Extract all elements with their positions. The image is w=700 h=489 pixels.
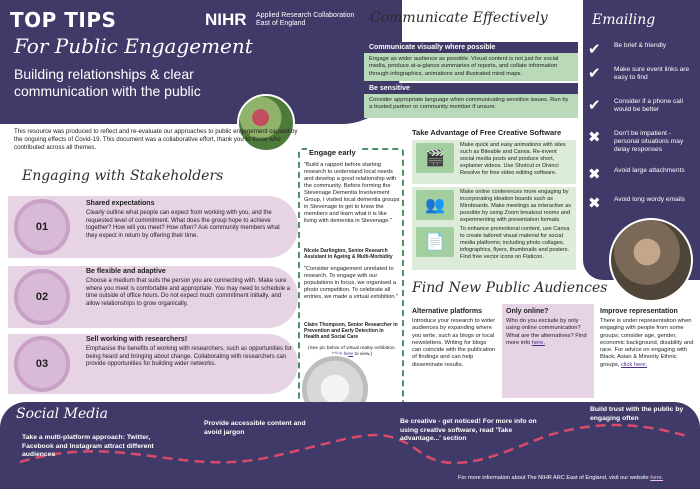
logo-subtitle: Applied Research Collaboration East of E… [256,12,355,27]
document-icon: 📄 [416,227,454,257]
audience-body: Who do you exclude by only using online … [506,318,590,347]
advice-link[interactable]: click here. [620,361,648,368]
audience-col-2: Only online? Who do you exclude by only … [502,304,594,398]
software-text: To enhance promotional content, use Canv… [460,226,570,260]
audience-heading: Alternative platforms [412,308,483,315]
audience-body: There is under representation when engag… [600,318,694,369]
engage-quote-2: "Consider engagement unrelated to resear… [304,266,399,300]
cross-icon: ✖ [588,129,601,146]
stake-heading: Sell working with researchers! [86,336,188,343]
stake-number: 01 [14,199,70,255]
communicate-title: Communicate Effectively [370,10,548,26]
email-tip: Avoid large attachments [614,167,685,174]
social-title: Social Media [16,406,109,422]
audience-body: Introduce your research to wider audienc… [412,318,496,368]
communicate-band-1: Communicate visually where possible [364,42,578,53]
audience-col-1: Alternative platforms Introduce your res… [408,304,500,398]
exhibition-note: (See pic below of virtual reality exhibi… [304,346,400,358]
check-icon: ✔ [588,65,601,82]
video-clapper-icon: 🎬 [416,143,454,173]
communicate-box-1: Engage as wider audience as possible. Vi… [364,53,578,81]
engage-title: Engage early [307,148,358,157]
email-tip: Make sure event links are easy to find [614,66,690,81]
stake-item-2: 02 Be flexible and adaptive Choose a med… [8,262,298,332]
stake-number: 03 [14,336,70,392]
intro-text: This resource was produced to reflect an… [14,128,298,151]
audience-col-3: Improve representation There is under re… [596,304,698,398]
cross-icon: ✖ [588,166,601,183]
stake-heading: Be flexible and adaptive [86,268,166,275]
email-tip: Avoid long wordy emails [614,196,685,203]
social-tip-3: Be creative - get noticed! For more info… [400,418,537,442]
social-tip-4: Build trust with the public by engaging … [590,406,684,422]
more-info-link[interactable]: here. [531,339,546,346]
audience-text: There is under representation when engag… [600,318,694,368]
social-tip-1: Take a multi-platform approach: Twitter,… [22,434,154,458]
communicate-box-2: Consider appropriate language when commu… [364,94,578,118]
software-item-1: 🎬 Make quick and easy animations with si… [412,140,576,184]
community-photo [609,218,693,302]
footer: For more information about The NIHR ARC … [458,475,663,481]
stake-heading: Shared expectations [86,200,155,207]
software-text: Make quick and easy animations with site… [460,142,566,176]
audience-heading: Improve representation [600,308,678,315]
check-icon: ✔ [588,41,601,58]
stake-item-1: 01 Shared expectations Clearly outline w… [8,192,298,262]
emailing-title: Emailing [592,12,656,28]
audience-heading: Only online? [506,308,549,315]
stake-body: Choose a medium that suits the person yo… [86,278,291,307]
software-text: Make online conferences more engaging by… [460,189,571,223]
communicate-band-2: Be sensitive [364,83,578,94]
engage-quote-1: "Build a rapport before starting researc… [304,162,400,224]
stake-body: Emphasise the benefits of working with r… [86,346,292,368]
engage-author-1: Nicole Darlington, Senior Research Assis… [304,248,393,260]
stakeholders-title: Engaging with Stakeholders [22,168,224,184]
software-item-2: 👥 Make online conferences more engaging … [412,187,576,231]
email-tip: Consider if a phone call would be better [614,98,683,113]
software-item-3: 📄 To enhance promotional content, use Ca… [412,224,576,270]
strapline: Building relationships & clear communica… [14,66,201,99]
exhibition-note-post: to view.) [354,352,373,357]
presenter-icon: 👥 [416,190,454,220]
stake-body: Clearly outline what people can expect f… [86,210,280,239]
audiences-title: Find New Public Audiences [412,280,608,296]
social-media-panel [0,402,700,489]
check-icon: ✔ [588,97,601,114]
page-subtitle: For Public Engagement [14,34,253,58]
dashed-path [19,423,691,465]
engage-author-2: Claire Thompson, Senior Researcher in Pr… [304,322,398,340]
exhibition-note-pre: (See pic below of virtual reality exhibi… [308,346,396,351]
software-title: Take Advantage of Free Creative Software [412,128,562,137]
cross-icon: ✖ [588,195,601,212]
header-panel [0,0,402,124]
stake-item-3: 03 Sell working with researchers! Emphas… [8,332,298,398]
stake-number: 02 [14,269,70,325]
website-link[interactable]: here. [650,475,664,481]
footer-text: For more information about The NIHR ARC … [458,475,649,481]
email-tip: Don't be impatient - personal situations… [614,130,684,153]
page-title: TOP TIPS [10,8,117,32]
bus-photo [237,94,295,152]
social-tip-2: Provide accessible content and avoid jar… [204,420,306,436]
nihr-logo: NIHR [205,10,247,29]
email-tip: Be brief & friendly [614,42,667,49]
audience-text: Who do you exclude by only using online … [506,318,587,346]
